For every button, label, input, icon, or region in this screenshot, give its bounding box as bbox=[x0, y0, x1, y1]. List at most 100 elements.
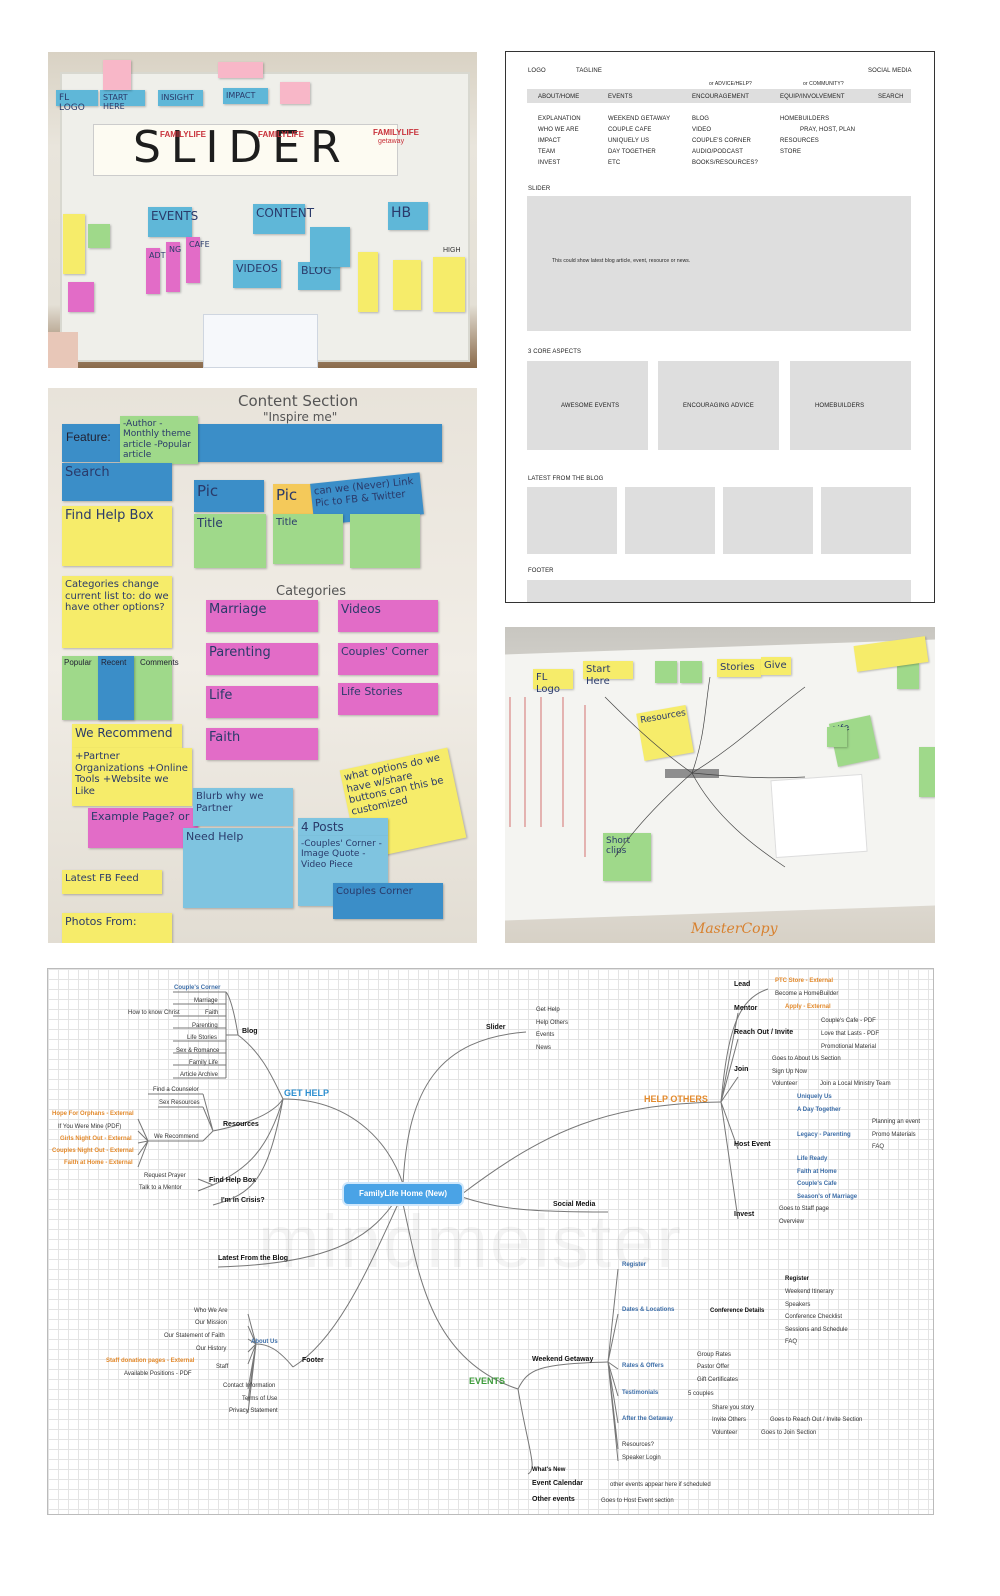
conf-item[interactable]: Sessions and Schedule bbox=[785, 1327, 848, 1333]
node-join[interactable]: Join bbox=[734, 1066, 749, 1073]
branch-get-help[interactable]: GET HELP bbox=[284, 1088, 330, 1098]
conf-item[interactable]: Weekend Itinerary bbox=[785, 1289, 834, 1295]
about-item[interactable]: Our History bbox=[196, 1346, 227, 1352]
blog-item[interactable]: Family Life bbox=[189, 1060, 219, 1066]
node-crisis[interactable]: I'm in Crisis? bbox=[221, 1197, 265, 1204]
host-item[interactable]: Life Ready bbox=[797, 1156, 828, 1162]
after-link[interactable]: Goes to Reach Out / Invite Section bbox=[770, 1417, 863, 1423]
external-link[interactable]: Faith at Home - External bbox=[64, 1160, 133, 1166]
blog-item[interactable]: Marriage bbox=[194, 998, 218, 1004]
join-item[interactable]: Volunteer bbox=[772, 1081, 798, 1087]
node-reach[interactable]: Reach Out / Invite bbox=[734, 1029, 794, 1036]
slider-item[interactable]: News bbox=[536, 1045, 552, 1051]
slider-item[interactable]: Help Others bbox=[536, 1020, 569, 1026]
invest-item[interactable]: Overview bbox=[779, 1219, 805, 1225]
reach-item[interactable]: Love that Lasts - PDF bbox=[821, 1031, 880, 1037]
node-footer[interactable]: Footer bbox=[302, 1357, 324, 1364]
node-slider[interactable]: Slider bbox=[486, 1024, 506, 1031]
join-item[interactable]: Sign Up Now bbox=[772, 1069, 808, 1075]
about-item[interactable]: Staff bbox=[216, 1364, 229, 1370]
weekend-item[interactable]: Resources? bbox=[622, 1442, 655, 1448]
footer-item[interactable]: Terms of Use bbox=[242, 1396, 278, 1402]
testimonials-item[interactable]: 5 couples bbox=[688, 1391, 714, 1397]
find-help-item[interactable]: Talk to a Mentor bbox=[139, 1185, 182, 1191]
blog-item[interactable]: Parenting bbox=[192, 1023, 218, 1029]
slider-item[interactable]: Events bbox=[536, 1032, 555, 1038]
host-item[interactable]: Legacy - Parenting bbox=[797, 1132, 851, 1138]
node-other-events[interactable]: Other events bbox=[532, 1496, 575, 1503]
branch-help-others[interactable]: HELP OTHERS bbox=[644, 1094, 708, 1104]
after-link[interactable]: Goes to Join Section bbox=[761, 1430, 817, 1436]
node-social[interactable]: Social Media bbox=[553, 1201, 596, 1208]
blog-item[interactable]: Sex & Romance bbox=[176, 1048, 220, 1054]
after-item[interactable]: Volunteer bbox=[712, 1430, 738, 1436]
node-find-help[interactable]: Find Help Box bbox=[209, 1177, 257, 1184]
external-link[interactable]: Girls Night Out - External bbox=[60, 1136, 132, 1142]
node-host[interactable]: Host Event bbox=[734, 1141, 771, 1148]
node-about[interactable]: About Us bbox=[251, 1339, 278, 1345]
blog-item[interactable]: Article Archive bbox=[180, 1072, 219, 1078]
reach-item[interactable]: Couple's Cafe - PDF bbox=[821, 1018, 876, 1024]
branch-events[interactable]: EVENTS bbox=[469, 1376, 506, 1386]
about-item[interactable]: Our Mission bbox=[195, 1320, 228, 1326]
legacy-item[interactable]: Promo Materials bbox=[872, 1132, 916, 1138]
weekend-item[interactable]: Dates & Locations bbox=[622, 1307, 675, 1313]
node-whats-new[interactable]: What's New bbox=[532, 1467, 566, 1473]
node-resources[interactable]: Resources bbox=[223, 1121, 259, 1128]
conf-item[interactable]: FAQ bbox=[785, 1339, 798, 1345]
conf-item[interactable]: Conference Checklist bbox=[785, 1314, 843, 1320]
about-item[interactable]: Who We Are bbox=[194, 1308, 228, 1314]
slider-item[interactable]: Get Help bbox=[536, 1007, 560, 1013]
blog-item[interactable]: Couple's Corner bbox=[174, 985, 221, 991]
host-item[interactable]: Faith at Home bbox=[797, 1169, 837, 1175]
we-recommend-item[interactable]: If You Were Mine (PDF) bbox=[58, 1124, 122, 1130]
host-item[interactable]: Uniquely Us bbox=[797, 1094, 832, 1100]
node-weekend[interactable]: Weekend Getaway bbox=[532, 1356, 594, 1363]
blog-item[interactable]: Life Stories bbox=[187, 1035, 218, 1041]
rates-item[interactable]: Pastor Offer bbox=[697, 1364, 730, 1370]
join-item[interactable]: Goes to About Us Section bbox=[772, 1056, 841, 1062]
external-link[interactable]: Couples Night Out - External bbox=[52, 1148, 134, 1154]
conf-item[interactable]: Speakers bbox=[785, 1302, 811, 1308]
external-link[interactable]: PTC Store - External bbox=[775, 978, 834, 984]
node-mentor[interactable]: Mentor bbox=[734, 1005, 758, 1012]
weekend-item[interactable]: Rates & Offers bbox=[622, 1363, 664, 1369]
invest-item[interactable]: Goes to Staff page bbox=[779, 1206, 829, 1212]
weekend-item[interactable]: Speaker Login bbox=[622, 1455, 661, 1461]
node-calendar[interactable]: Event Calendar bbox=[532, 1480, 583, 1487]
legacy-item[interactable]: FAQ bbox=[872, 1144, 885, 1150]
legacy-item[interactable]: Planning an event bbox=[872, 1119, 921, 1125]
node-latest-blog[interactable]: Latest From the Blog bbox=[218, 1255, 289, 1262]
weekend-item[interactable]: Register bbox=[622, 1262, 647, 1268]
calendar-note[interactable]: other events appear here if scheduled bbox=[610, 1482, 711, 1488]
host-item[interactable]: Season's of Marriage bbox=[797, 1194, 858, 1200]
mindmap-root[interactable]: FamilyLife Home (New) bbox=[344, 1184, 462, 1204]
rates-item[interactable]: Group Rates bbox=[697, 1352, 732, 1358]
resources-item[interactable]: Find a Counselor bbox=[153, 1087, 199, 1093]
resources-item[interactable]: Sex Resources bbox=[159, 1100, 200, 1106]
other-note[interactable]: Goes to Host Event section bbox=[601, 1498, 674, 1504]
node-invest[interactable]: Invest bbox=[734, 1211, 755, 1218]
after-item[interactable]: Invite Others bbox=[712, 1417, 747, 1423]
footer-item[interactable]: Privacy Statement bbox=[229, 1408, 278, 1414]
host-item[interactable]: A Day Together bbox=[797, 1107, 841, 1113]
about-item[interactable]: Our Statement of Faith bbox=[164, 1333, 225, 1339]
host-item[interactable]: Couple's Cafe bbox=[797, 1181, 837, 1187]
node-blog[interactable]: Blog bbox=[242, 1028, 258, 1035]
blog-item[interactable]: Faith bbox=[205, 1010, 219, 1016]
blog-item[interactable]: How to know Christ bbox=[128, 1010, 180, 1016]
footer-item[interactable]: Contact Information bbox=[223, 1383, 276, 1389]
resources-item[interactable]: We Recommend bbox=[154, 1134, 199, 1140]
staff-item[interactable]: Available Positions - PDF bbox=[124, 1371, 192, 1377]
weekend-item[interactable]: Testimonials bbox=[622, 1390, 659, 1396]
weekend-item[interactable]: After the Getaway bbox=[622, 1416, 674, 1422]
conf-item[interactable]: Register bbox=[785, 1276, 810, 1282]
lead-item[interactable]: Become a HomeBuilder bbox=[775, 991, 839, 997]
rates-item[interactable]: Gift Certificates bbox=[697, 1377, 739, 1383]
reach-item[interactable]: Promotional Material bbox=[821, 1044, 877, 1050]
node-conf[interactable]: Conference Details bbox=[710, 1308, 765, 1314]
external-link[interactable]: Staff donation pages - External bbox=[106, 1358, 195, 1364]
join-item[interactable]: Join a Local Ministry Team bbox=[820, 1081, 891, 1087]
external-link[interactable]: Apply - External bbox=[785, 1004, 831, 1010]
node-lead[interactable]: Lead bbox=[734, 981, 751, 988]
